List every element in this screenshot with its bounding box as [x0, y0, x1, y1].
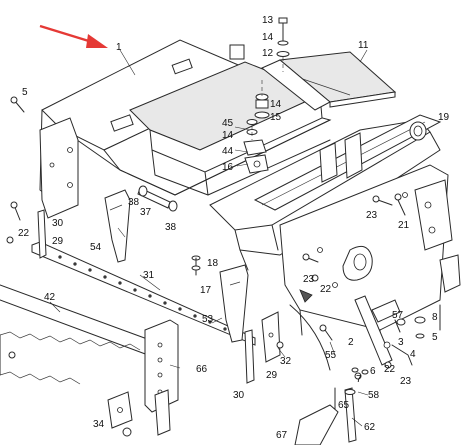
callout-1: 1	[116, 42, 122, 53]
main-frame	[39, 39, 442, 271]
callout-67: 67	[276, 430, 288, 441]
top-mount-plate	[261, 51, 397, 111]
callout-13: 13	[262, 15, 274, 26]
callout-14-mid: 14	[270, 99, 282, 110]
red-pointer-arrow	[39, 24, 108, 48]
callout-2: 2	[348, 337, 354, 348]
callout-18: 18	[207, 258, 219, 269]
callout-30-right: 30	[233, 390, 245, 401]
callout-38-right: 38	[165, 222, 177, 233]
callout-23-low: 23	[400, 376, 412, 387]
screws	[6, 96, 406, 395]
callout-65: 65	[338, 400, 350, 411]
callout-38-left: 38	[128, 197, 140, 208]
callout-29-left: 29	[52, 236, 64, 247]
callout-22-mid: 22	[320, 284, 332, 295]
callout-11: 11	[358, 40, 369, 51]
callout-7: 7	[356, 374, 362, 385]
pin-37	[137, 185, 178, 212]
bracket-62	[294, 387, 357, 445]
callout-44: 44	[222, 146, 234, 157]
callout-37: 37	[140, 207, 152, 218]
bracket-66	[144, 319, 179, 436]
bushing-19	[409, 121, 427, 141]
callout-14-top: 14	[262, 32, 274, 43]
right-side-plate	[279, 164, 461, 361]
callout-5-left: 5	[22, 87, 28, 98]
callout-57: 57	[392, 310, 404, 321]
callout-3: 3	[398, 337, 404, 348]
nut-stack-15	[254, 80, 270, 119]
callout-58: 58	[368, 390, 380, 401]
callout-62: 62	[364, 422, 376, 433]
callout-14-low: 14	[222, 130, 234, 141]
callout-15: 15	[270, 112, 282, 123]
callout-66: 66	[196, 364, 208, 375]
callout-labels: 1 5 13 14 12 11 14 15 45 14 44 16 19 38 …	[18, 15, 450, 441]
callout-16: 16	[222, 162, 234, 173]
callout-5-right: 5	[432, 332, 438, 343]
callout-23-mid: 23	[303, 274, 315, 285]
cable-guide	[289, 289, 331, 371]
callout-6: 6	[370, 366, 376, 377]
callout-19: 19	[438, 112, 450, 123]
lower-rail-42	[0, 284, 161, 385]
callout-29-right: 29	[266, 370, 278, 381]
bracket-53	[219, 264, 249, 343]
callout-4: 4	[410, 349, 416, 360]
bracket-54	[104, 189, 131, 263]
callout-53: 53	[202, 314, 214, 325]
callout-12: 12	[262, 48, 274, 59]
bracket-29-right	[261, 311, 281, 363]
hole-rail-31	[31, 209, 256, 384]
block-16	[243, 119, 269, 174]
callout-23-top: 23	[366, 210, 378, 221]
bracket-34	[107, 391, 133, 437]
callout-32: 32	[280, 356, 292, 367]
callout-21: 21	[398, 220, 410, 231]
callout-22-left: 22	[18, 228, 30, 239]
callout-31: 31	[143, 270, 155, 281]
callout-45: 45	[222, 118, 234, 129]
callout-55: 55	[325, 350, 337, 361]
bolt-18	[191, 255, 201, 276]
callout-54: 54	[90, 242, 102, 253]
callout-30-left: 30	[52, 218, 64, 229]
callout-42: 42	[44, 292, 56, 303]
leader-lines	[49, 49, 369, 427]
callout-34: 34	[93, 419, 105, 430]
callout-17: 17	[200, 285, 212, 296]
callout-8: 8	[432, 312, 438, 323]
bolt-13	[276, 17, 290, 72]
callout-22-low: 22	[384, 364, 396, 375]
lever-assembly	[351, 295, 441, 375]
